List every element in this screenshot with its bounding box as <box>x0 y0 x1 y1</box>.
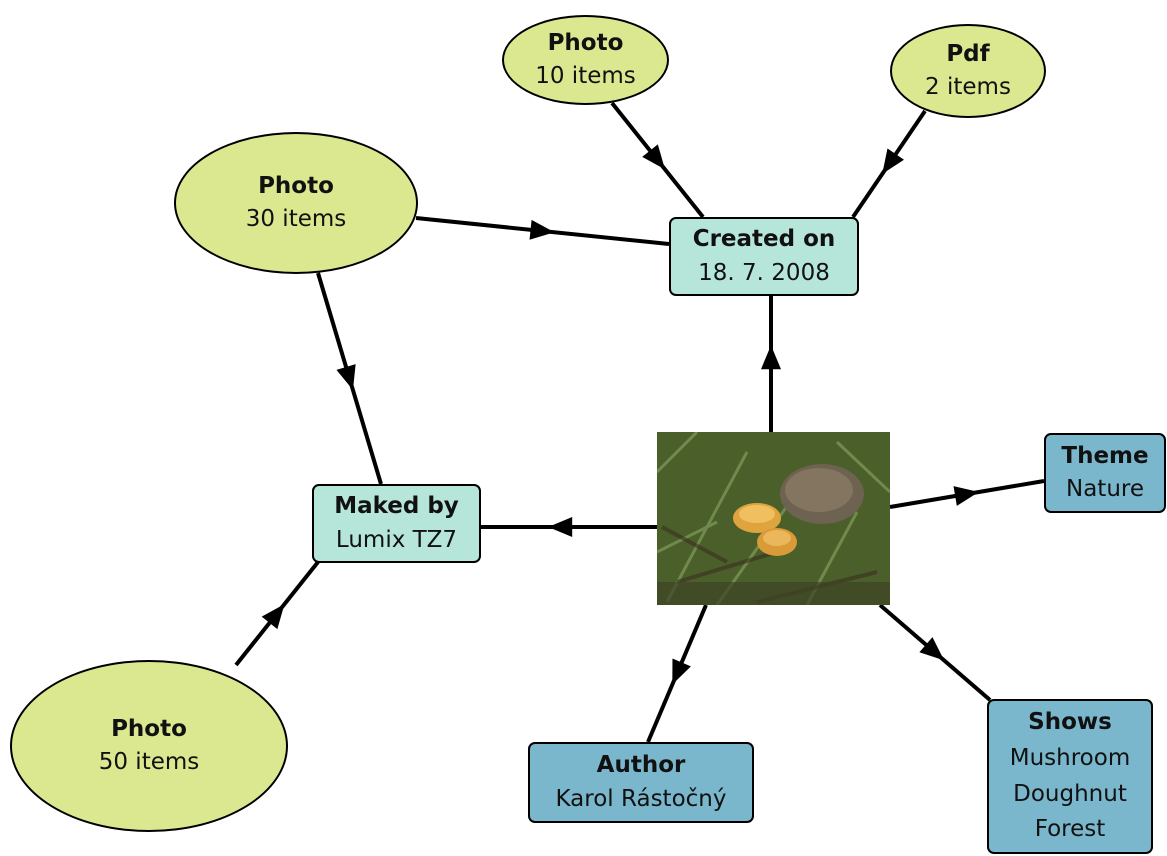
created-on-node[interactable]: Created on 18. 7. 2008 <box>669 217 859 296</box>
arrowhead-icon <box>919 637 945 661</box>
shows-node[interactable]: Shows Mushroom Doughnut Forest <box>987 699 1153 854</box>
edge-photo-shows <box>878 603 992 702</box>
theme-value: Nature <box>1066 476 1144 502</box>
created-on-date: 18. 7. 2008 <box>698 259 830 286</box>
edge-photo-theme <box>889 479 1045 509</box>
shows-doughnut: Doughnut <box>1013 780 1127 807</box>
edge-photo-author <box>646 604 708 743</box>
edge-photo30-created <box>415 216 670 246</box>
photo-10-count: 10 items <box>535 63 636 89</box>
mushroom-photo[interactable] <box>657 432 890 605</box>
photo-10-node[interactable]: Photo 10 items <box>502 15 669 105</box>
arrowhead-icon <box>261 604 285 630</box>
edge-pdf2-created <box>851 109 927 219</box>
arrowhead-icon <box>953 486 979 506</box>
shows-title: Shows <box>1028 709 1112 736</box>
mushroom-image <box>657 432 890 605</box>
created-on-title: Created on <box>692 226 836 253</box>
photo-50-node[interactable]: Photo 50 items <box>10 660 288 832</box>
shows-forest: Forest <box>1034 816 1106 843</box>
arrowhead-icon <box>529 219 555 240</box>
theme-title: Theme <box>1061 442 1149 469</box>
edge-photo50-makedby <box>234 560 320 667</box>
arrowhead-icon <box>672 658 691 685</box>
author-name: Karol Rástočný <box>555 785 727 812</box>
arrowhead-icon <box>642 144 665 170</box>
shows-mushroom: Mushroom <box>1009 744 1131 771</box>
arrowhead-icon <box>336 364 356 390</box>
pdf-2-title: Pdf <box>946 40 990 67</box>
maked-by-title: Maked by <box>334 493 459 520</box>
author-title: Author <box>596 752 686 779</box>
maked-by-node[interactable]: Maked by Lumix TZ7 <box>312 484 481 563</box>
arrowhead-icon <box>882 148 905 174</box>
photo-50-title: Photo <box>111 715 187 742</box>
author-node[interactable]: Author Karol Rástočný <box>528 742 754 823</box>
photo-30-count: 30 items <box>245 206 347 232</box>
photo-30-node[interactable]: Photo 30 items <box>174 132 418 274</box>
edge-photo-created <box>761 296 781 432</box>
photo-30-title: Photo <box>258 172 334 199</box>
arrowhead-icon <box>761 345 781 370</box>
edge-photo10-created <box>610 101 705 219</box>
arrowhead-icon <box>548 517 573 537</box>
theme-node[interactable]: Theme Nature <box>1044 433 1166 513</box>
pdf-2-node[interactable]: Pdf 2 items <box>890 24 1046 118</box>
pdf-2-count: 2 items <box>925 74 1011 100</box>
maked-by-camera: Lumix TZ7 <box>335 526 458 553</box>
photo-50-count: 50 items <box>98 749 200 775</box>
edge-photo-makedby <box>481 517 657 537</box>
photo-10-title: Photo <box>547 29 624 56</box>
edge-photo30-makedby <box>316 272 383 485</box>
